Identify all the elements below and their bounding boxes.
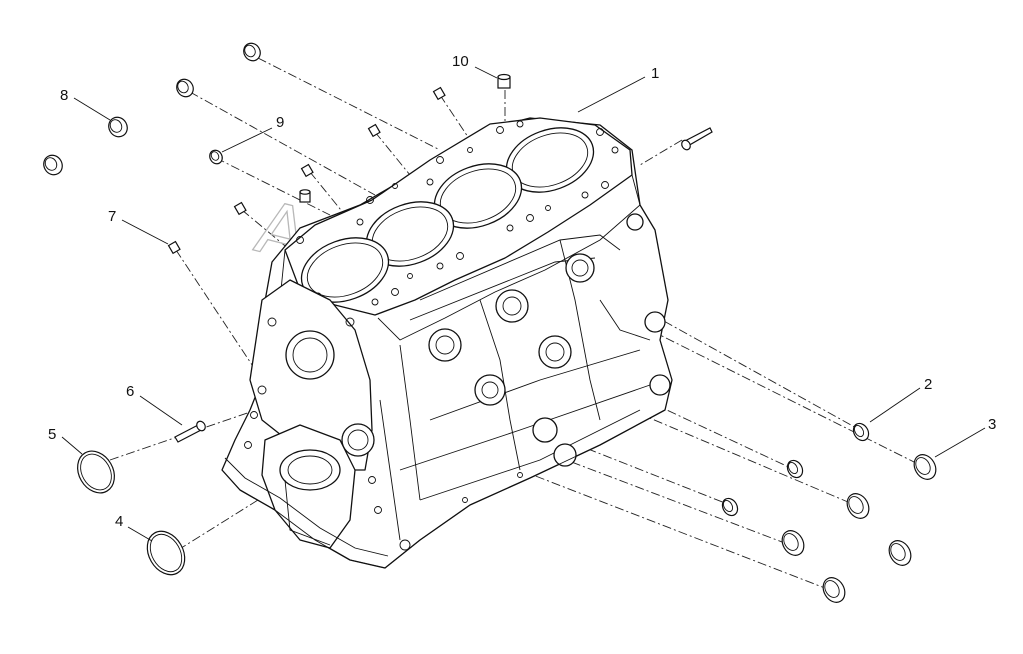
boss-1 (428, 328, 462, 362)
cup-plug (913, 454, 937, 480)
dowel-sleeve (299, 189, 311, 203)
cylinder-bore-4 (300, 237, 390, 303)
callout-8: 8 (60, 87, 68, 104)
boss-4 (538, 335, 572, 369)
core-plug (243, 42, 261, 62)
dowel-pin (367, 123, 381, 138)
callout-3: 3 (988, 416, 996, 433)
boss-7 (553, 443, 577, 467)
cylinder-block (221, 117, 673, 569)
core-plug (176, 78, 194, 98)
dowel-pin (167, 240, 181, 255)
deck-holes (296, 120, 619, 306)
cup-plug (822, 577, 846, 603)
callout-5: 5 (48, 426, 56, 443)
stud-bolt (174, 420, 206, 443)
cup-plug (852, 422, 870, 442)
oil-seal-ring (146, 530, 186, 576)
dowel-pin (432, 86, 446, 101)
leader-lines (61, 66, 986, 542)
callout-4: 4 (115, 513, 123, 530)
cup-plug (781, 530, 805, 556)
callout-10: 10 (452, 53, 469, 70)
loose-parts (43, 42, 937, 603)
cup-plug (721, 497, 739, 517)
callout-9: 9 (276, 114, 284, 131)
cup-plug (888, 540, 912, 566)
callouts: 1 2 3 4 5 6 7 8 9 10 (48, 53, 996, 530)
boss-5 (474, 374, 506, 406)
dowel-pin (300, 163, 314, 178)
dowel-sleeve (497, 73, 511, 89)
cup-plug (786, 459, 804, 479)
callout-6: 6 (126, 383, 134, 400)
boss-9 (649, 374, 671, 396)
callout-7: 7 (108, 208, 116, 225)
core-plug (209, 149, 223, 165)
cup-plug (846, 493, 870, 519)
boss-6 (532, 417, 558, 443)
stud-bolt (681, 127, 713, 151)
core-plug (108, 116, 128, 138)
boss-2 (495, 289, 529, 323)
callout-2: 2 (924, 376, 932, 393)
boss-3 (565, 253, 595, 283)
callout-1: 1 (651, 65, 659, 82)
core-plug (43, 154, 63, 176)
front-port (341, 423, 375, 457)
boss-10 (626, 213, 644, 231)
oil-seal-ring (77, 450, 115, 494)
dowel-pin (233, 201, 247, 216)
boss-8 (644, 311, 666, 333)
